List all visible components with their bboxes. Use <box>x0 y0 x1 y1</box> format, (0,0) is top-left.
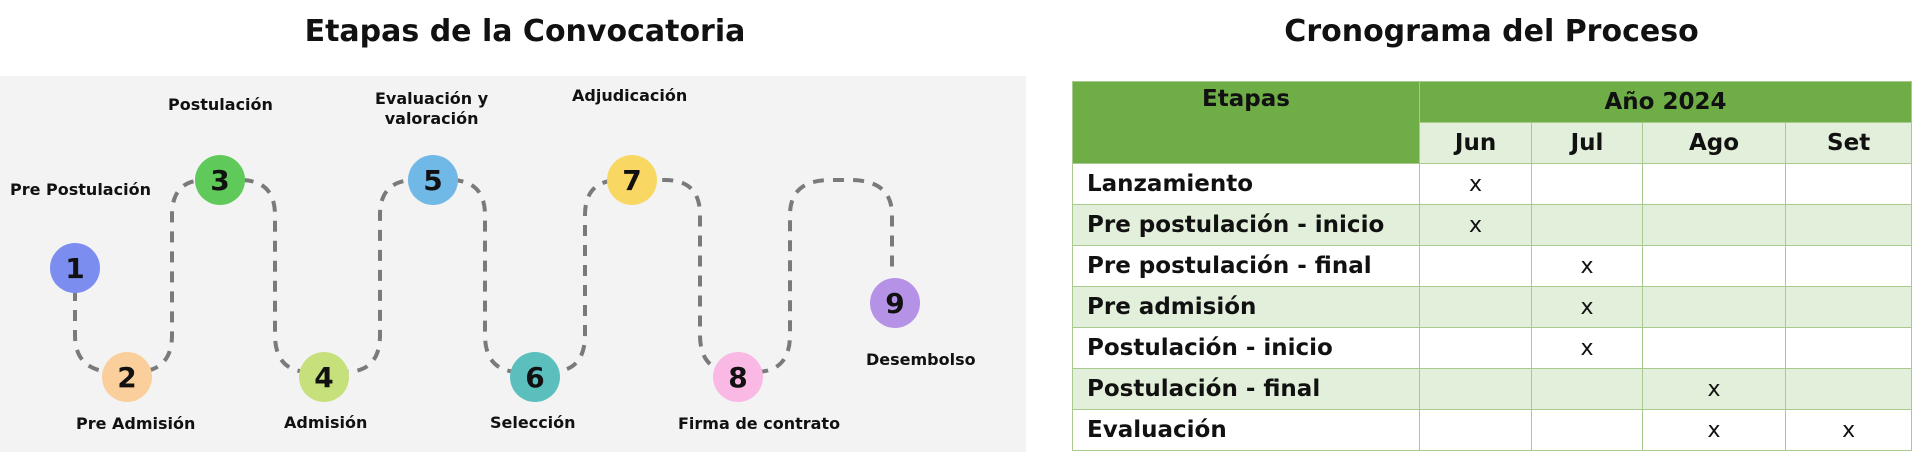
stage-1-label: Pre Postulación <box>10 180 151 199</box>
table-row: Postulación - final x <box>1072 368 1912 410</box>
row-mark-cell <box>1531 204 1643 246</box>
table-months-row: Jun Jul Ago Set <box>1073 122 1912 164</box>
row-mark-cell <box>1418 368 1533 410</box>
schedule-title: Cronograma del Proceso <box>1284 14 1699 49</box>
row-mark-cell: x <box>1531 245 1643 287</box>
row-mark-cell <box>1531 409 1643 451</box>
diagram-title: Etapas de la Convocatoria <box>304 14 746 49</box>
row-stage-cell: Pre admisión <box>1072 286 1420 328</box>
row-mark-cell <box>1418 327 1533 369</box>
stage-4-node: 4 <box>299 352 349 402</box>
row-mark-cell <box>1641 245 1787 287</box>
schedule-table: Etapas Año 2024 Jun Jul Ago Set Lanzamie… <box>1072 81 1913 451</box>
row-mark-cell <box>1531 163 1643 205</box>
row-stage-cell: Evaluación <box>1072 409 1420 451</box>
row-mark-cell <box>1641 204 1787 246</box>
row-stage-cell: Lanzamiento <box>1072 163 1420 205</box>
row-mark-cell <box>1641 286 1787 328</box>
stage-5-node: 5 <box>408 155 458 205</box>
header-year: Año 2024 <box>1418 81 1913 123</box>
row-mark-cell <box>1641 163 1787 205</box>
stage-2-node: 2 <box>102 352 152 402</box>
table-row: Postulación - inicio x <box>1072 327 1912 369</box>
row-mark-cell: x <box>1418 163 1533 205</box>
row-mark-cell <box>1785 163 1912 205</box>
row-mark-cell <box>1531 368 1643 410</box>
stage-9-label: Desembolso <box>866 350 976 369</box>
row-mark-cell: x <box>1418 204 1533 246</box>
row-mark-cell <box>1785 286 1912 328</box>
stage-1-node: 1 <box>50 243 100 293</box>
stage-7-label: Adjudicación <box>572 86 688 105</box>
row-stage-cell: Pre postulación - final <box>1072 245 1420 287</box>
row-mark-cell <box>1418 286 1533 328</box>
row-mark-cell <box>1785 327 1912 369</box>
table-header-row: Etapas Año 2024 <box>1072 81 1913 164</box>
row-stage-cell: Postulación - inicio <box>1072 327 1420 369</box>
row-stage-cell: Postulación - final <box>1072 368 1420 410</box>
row-mark-cell: x <box>1785 409 1912 451</box>
header-stages: Etapas <box>1072 81 1420 164</box>
stage-5-label-line1: Evaluación y <box>375 89 489 108</box>
row-mark-cell: x <box>1641 409 1787 451</box>
stage-5-label: Evaluación y valoración <box>375 89 488 129</box>
row-mark-cell <box>1641 327 1787 369</box>
row-mark-cell: x <box>1531 286 1643 328</box>
stage-2-label: Pre Admisión <box>76 414 196 433</box>
stage-8-label: Firma de contrato <box>678 414 841 433</box>
table-row: Pre admisión x <box>1072 286 1912 328</box>
row-mark-cell: x <box>1531 327 1643 369</box>
stage-8-node: 8 <box>713 352 763 402</box>
row-stage-cell: Pre postulación - inicio <box>1072 204 1420 246</box>
stage-9-node: 9 <box>870 278 920 328</box>
stage-4-label: Admisión <box>284 413 368 432</box>
stages-path <box>73 178 894 374</box>
month-header: Ago <box>1641 122 1787 164</box>
row-mark-cell <box>1418 245 1533 287</box>
stages-dashed-line <box>73 178 894 374</box>
row-mark-cell <box>1418 409 1533 451</box>
month-header: Set <box>1785 122 1912 164</box>
row-mark-cell <box>1785 204 1912 246</box>
table-row: Pre postulación - final x <box>1072 245 1912 287</box>
stage-3-node: 3 <box>195 155 245 205</box>
stage-5-label-line2: valoración <box>384 109 479 128</box>
month-header: Jul <box>1531 122 1643 164</box>
row-mark-cell <box>1785 245 1912 287</box>
month-header: Jun <box>1418 122 1533 164</box>
row-mark-cell: x <box>1641 368 1787 410</box>
row-mark-cell <box>1785 368 1912 410</box>
stage-6-node: 6 <box>510 352 560 402</box>
stage-3-label: Postulación <box>168 95 273 114</box>
stage-6-label: Selección <box>490 413 576 432</box>
stage-7-node: 7 <box>607 155 657 205</box>
